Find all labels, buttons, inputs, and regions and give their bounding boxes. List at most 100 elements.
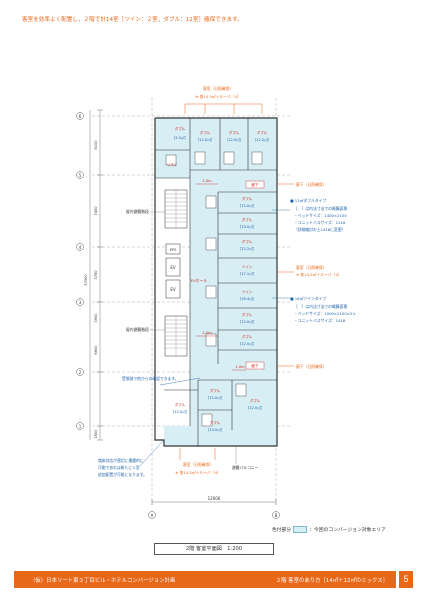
double-label: ダブル (250, 398, 261, 403)
corridor-labels: 廊下 廊下 1.0m 1.0m 1.0m (196, 179, 265, 371)
room-size: ［4.2㎡］ (172, 135, 189, 140)
orange-callouts: 客室（日照確保） ※ 各14.5㎡＋ルーバ（4） 廊下（日照確保） 客室（日照確… (175, 86, 341, 475)
conversion-area (155, 118, 277, 446)
footer-project-title: （仮）日本リート東３丁目ビル・ホテルコンバージョン計画 (30, 578, 176, 584)
row-label: 4 (79, 245, 82, 250)
footer-section-title: ２階 客室のあり方［14㎡＋12㎡のミックス］ (275, 578, 388, 584)
note-line: ・ベッドサイズ：1000×2100×2ヶ (294, 311, 356, 316)
callout-title: 客室（日照確保） (183, 462, 213, 467)
row-label: 6 (79, 114, 82, 119)
col-axis-markers: A B (148, 511, 280, 519)
note-title: ■ 16㎡ツインタイプ (290, 296, 326, 301)
col-label: B (275, 513, 278, 518)
double-label: ダブル (210, 420, 221, 425)
ev-hall-label: EVホール (191, 278, 208, 283)
double-label: ダブル (242, 312, 253, 317)
double-label: ダブル (257, 130, 268, 135)
callout-sub: ※ 各14.5㎡＋ルーバ（4） (175, 470, 221, 475)
ev-label: EV (170, 265, 176, 270)
ev-label: EV (170, 287, 176, 292)
twin-label: ツイン (242, 265, 253, 269)
dimension-text: 1600 (94, 429, 98, 439)
room-size: ［12.0㎡］ (171, 409, 190, 414)
dimension-total: 37900 (84, 274, 88, 286)
callout-corridor: 廊下（日照確保） (296, 182, 326, 187)
room-size: ［12.0㎡］ (238, 319, 257, 324)
double-label: ダブル (242, 217, 253, 222)
stair-lower (164, 315, 188, 357)
room-size: ［13.0㎡］ (238, 224, 257, 229)
balcony-label: 避難バルコニー (232, 465, 259, 470)
col-label: A (151, 513, 154, 518)
dimension-text: 5100 (94, 140, 98, 150)
callout-sub: ※ 各14.5㎡＋ルーバ（4） (296, 272, 342, 277)
stair-label: 屋内避難階段 (126, 209, 149, 214)
double-label: ダブル (229, 130, 240, 135)
page-number: 5 (399, 571, 413, 588)
room-size: ［17.1㎡］ (238, 271, 257, 276)
room-size: ［13.0㎡］ (206, 427, 225, 432)
legend-swatch (293, 526, 308, 533)
legend-text: ：今回のコンバージョン対象エリア (309, 528, 386, 533)
plan-caption: 2階 客室平面図 1:200 (154, 543, 274, 555)
footer-bar: （仮）日本リート東３丁目ビル・ホテルコンバージョン計画 ２階 客室のあり方［14… (14, 571, 396, 588)
double-label: ダブル (210, 388, 221, 393)
dimension-text: 7400 (94, 206, 98, 216)
note-line: ・ユニットバスサイズ：1418 (294, 318, 346, 323)
note-line: 追加配置が可能になります。 (98, 472, 147, 477)
note-line: ［ ］は内法寸法での概算面積 (294, 206, 347, 211)
row-axis-markers: 6 5 4 3 2 1 (76, 112, 84, 430)
double-label: ダブル (175, 402, 186, 407)
interior-walls (155, 118, 277, 446)
double-label: ダブル (242, 196, 253, 201)
room-size: ［16.4㎡］ (238, 296, 257, 301)
callout-corridor: 廊下（日照確保） (296, 364, 326, 369)
corridor-width: 1.0m (202, 179, 212, 183)
note-title: ■ 12㎡ダブルタイプ (290, 198, 326, 203)
room-size: ［12.0㎡］ (196, 137, 215, 142)
eps-label: EPS (170, 248, 177, 252)
dimension-text: 6600 (94, 345, 98, 355)
twin-label: ツイン (242, 290, 253, 294)
dimension-text: 3750 (94, 270, 98, 280)
linen-label: リネン (167, 162, 178, 167)
note-line: ・ベッドサイズ：1400×2100 (294, 213, 347, 218)
room-size: ［12.0㎡］ (206, 395, 225, 400)
note-line: （詳細検討の上1418に変更） (294, 227, 345, 232)
corridor-label: 廊下 (251, 363, 259, 368)
note-line: ・ユニットバスサイズ：1216 (294, 220, 346, 225)
double-label: ダブル (200, 130, 211, 135)
dimension-text: 3900 (94, 313, 98, 323)
room-size: ［12.0㎡］ (246, 405, 265, 410)
row-label: 2 (79, 370, 82, 375)
building-outline (154, 117, 278, 447)
legend: 色付部分：今回のコンバージョン対象エリア (272, 526, 386, 533)
dimension-text: 12600 (208, 496, 221, 501)
note-line: ［ ］は内法寸法での概算面積 (294, 304, 347, 309)
callout-title: 客室（日照確保） (203, 86, 233, 91)
double-label: ダブル (242, 334, 253, 339)
page-heading: 客室を効率よく配置し，２階で計14室［ツイン：２室，ダブル：12室］確保できます… (22, 17, 243, 23)
corridor-width: 1.0m (202, 331, 212, 335)
row-label: 1 (79, 424, 82, 429)
corridor-label: 廊下 (251, 182, 259, 187)
row-label: 5 (79, 173, 82, 178)
double-label: ダブル (175, 126, 186, 131)
note-line: 可能であれば新たに１室 (98, 465, 140, 470)
double-label: ダブル (242, 239, 253, 244)
note-line: 増床対応が適切に遭遇的に (98, 458, 144, 463)
bottom-dimension: 12600 (151, 496, 277, 505)
core: EPS EV EV EVホール (165, 243, 208, 299)
room-size: ［12.2㎡］ (253, 137, 272, 142)
room-size: ［12.0㎡］ (225, 137, 244, 142)
corridor-width: 1.0m (235, 365, 245, 369)
room-size: ［12.0㎡］ (238, 203, 257, 208)
room-size: ［12.2㎡］ (238, 246, 257, 251)
left-dimensions: 5100 7400 3750 3900 6600 1600 37900 (84, 109, 103, 441)
callout-title: 客室（日照確保） (296, 265, 326, 270)
room-size: ［12.0㎡］ (238, 341, 257, 346)
room-labels: ダブル ［4.2㎡］ ダブル ［12.0㎡］ ダブル ［12.0㎡］ ダブル ［… (167, 126, 272, 432)
stair-label: 屋内避難階段 (126, 327, 149, 332)
reception-note: 受領部で他からの確認できます。 (122, 376, 179, 381)
